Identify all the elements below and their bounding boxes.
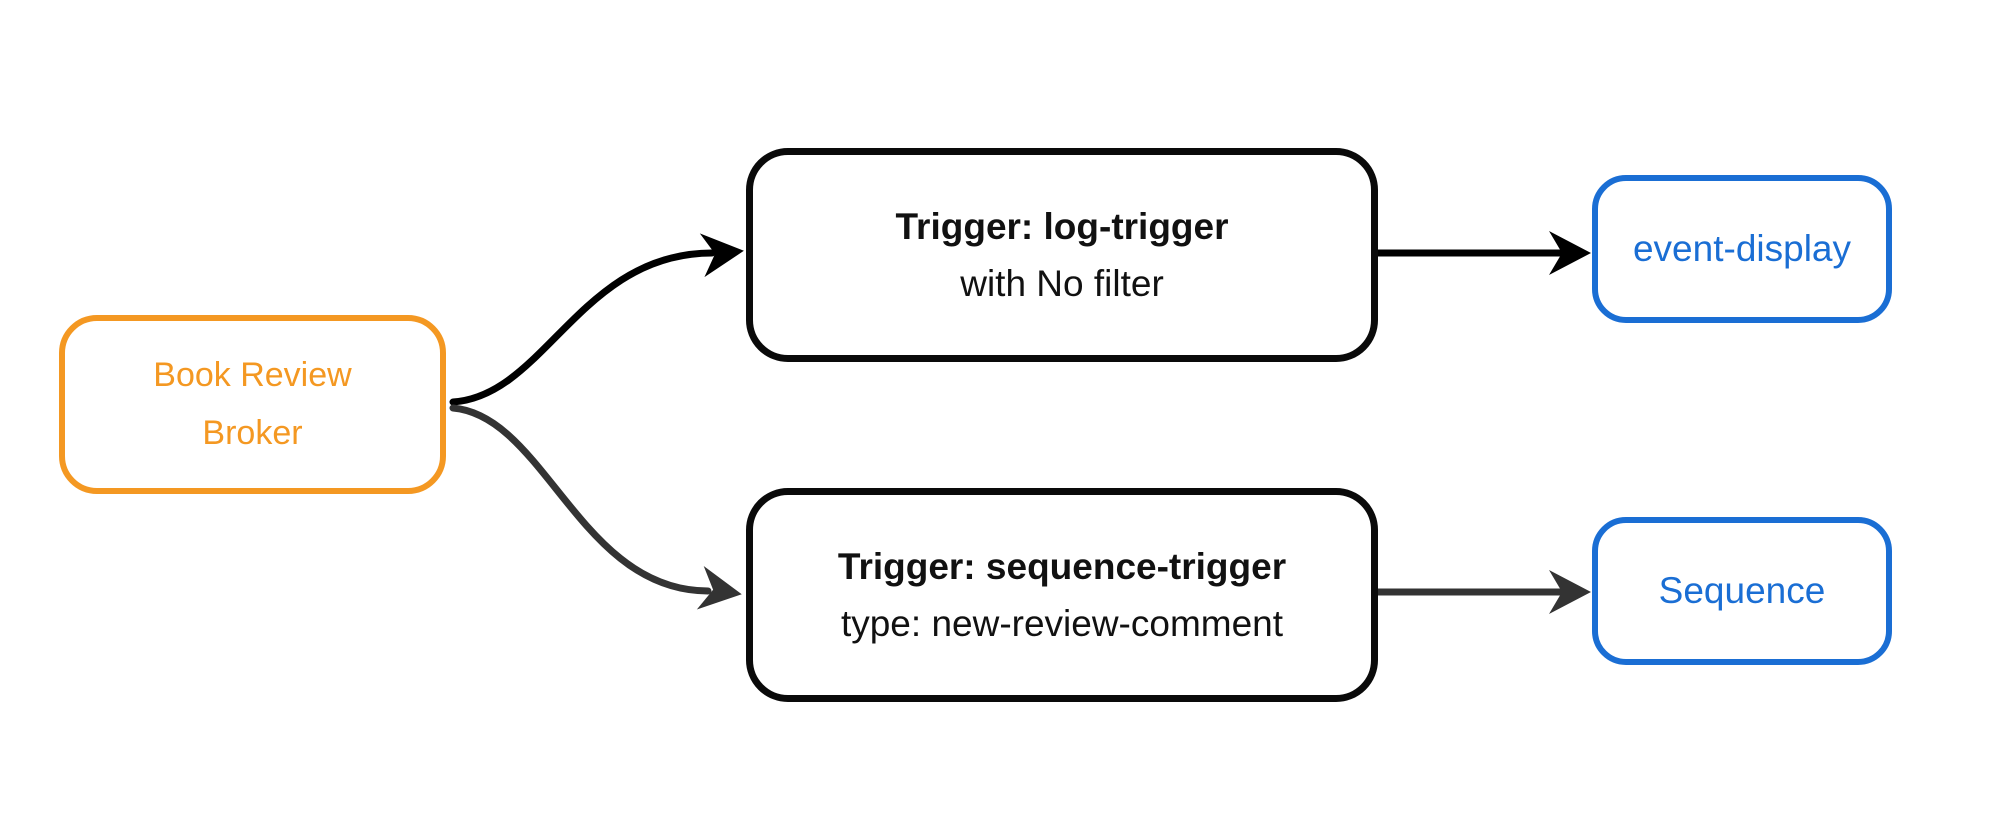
- arrowhead-log-trigger-icon: [699, 233, 744, 278]
- node-book-review-broker: Book Review Broker: [59, 315, 446, 494]
- event-display-label: event-display: [1632, 228, 1851, 269]
- sequence-trigger-subtitle: type: new-review-comment: [840, 603, 1284, 644]
- broker-label-line2: Broker: [202, 413, 303, 452]
- edge-broker-to-sequence-trigger: [449, 404, 712, 595]
- log-trigger-subtitle: with No filter: [960, 263, 1164, 304]
- node-event-display: event-display: [1592, 175, 1892, 323]
- node-sequence-trigger: Trigger: sequence-trigger type: new-revi…: [746, 488, 1378, 702]
- node-sequence: Sequence: [1592, 517, 1892, 665]
- sequence-trigger-title: Trigger: sequence-trigger: [837, 545, 1287, 587]
- sequence-label: Sequence: [1658, 570, 1826, 611]
- edge-broker-to-log-trigger: [449, 249, 716, 406]
- arrowhead-sequence-icon: [1549, 570, 1591, 614]
- broker-label-line1: Book Review: [153, 355, 352, 394]
- arrowhead-event-display-icon: [1549, 231, 1591, 275]
- arrowhead-sequence-trigger-icon: [696, 565, 742, 610]
- log-trigger-title: Trigger: log-trigger: [895, 205, 1229, 247]
- node-log-trigger: Trigger: log-trigger with No filter: [746, 148, 1378, 362]
